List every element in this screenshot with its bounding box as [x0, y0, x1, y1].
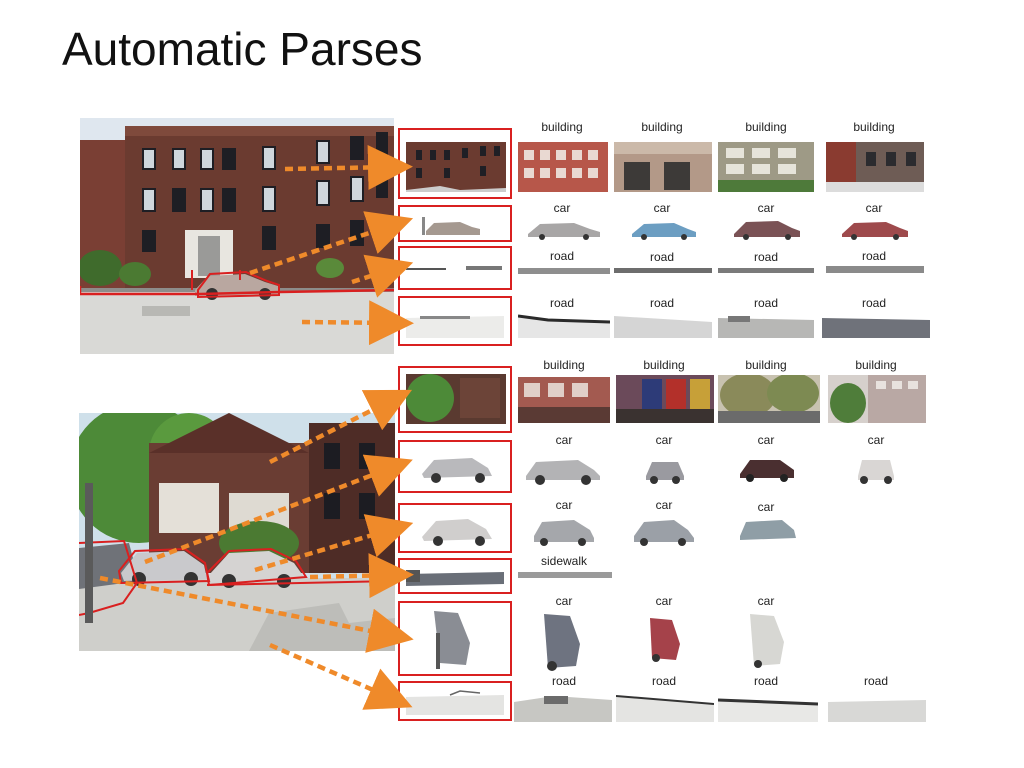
bot-r1-label-2: building [643, 358, 685, 372]
bot-r1-thumb-4 [828, 375, 926, 423]
bot-r3-thumb-3 [736, 514, 800, 544]
top-r2-label-1: car [553, 201, 571, 215]
top-r3-thumb-2 [614, 268, 712, 273]
top-r3-thumb-1 [518, 268, 610, 274]
top-r3-label-4: road [861, 249, 887, 263]
crop-top-road-2 [398, 296, 512, 346]
bot-r6-thumb-3 [718, 696, 818, 722]
bot-r4-label-1: sidewalk [540, 554, 588, 568]
bot-r3-label-2: car [655, 498, 673, 512]
top-r4-thumb-3 [718, 312, 814, 338]
top-r3-thumb-4 [826, 266, 924, 273]
crop-top-car [398, 205, 512, 242]
top-r1-label-1: building [541, 120, 583, 134]
bot-r5-thumb-1 [540, 610, 584, 672]
top-r1-label-2: building [641, 120, 683, 134]
top-r2-thumb-2 [628, 218, 700, 240]
bot-r2-thumb-1 [522, 452, 604, 486]
bot-r1-label-4: building [855, 358, 897, 372]
top-r2-thumb-1 [524, 218, 604, 240]
bot-r6-label-4: road [863, 674, 889, 688]
top-r4-label-2: road [649, 296, 675, 310]
bot-r5-label-2: car [655, 594, 673, 608]
top-r4-label-1: road [549, 296, 575, 310]
bot-r2-label-4: car [867, 433, 885, 447]
slide-title: Automatic Parses [62, 23, 423, 75]
bot-r3-thumb-1 [530, 514, 598, 546]
bot-r4-thumb-1 [518, 572, 612, 578]
bot-r5-label-1: car [555, 594, 573, 608]
top-r1-label-3: building [745, 120, 787, 134]
crop-bottom-car-1 [398, 440, 512, 493]
top-r4-thumb-2 [614, 312, 712, 338]
top-r4-thumb-4 [822, 312, 930, 338]
bot-r1-thumb-2 [616, 375, 714, 423]
bot-r2-label-3: car [757, 433, 775, 447]
top-r1-thumb-1 [518, 142, 608, 192]
bot-r6-label-2: road [651, 674, 677, 688]
bot-r6-label-1: road [551, 674, 577, 688]
top-r2-label-2: car [653, 201, 671, 215]
crop-bottom-car-2 [398, 503, 512, 553]
bot-r5-label-3: car [757, 594, 775, 608]
bot-r3-label-3: car [757, 500, 775, 514]
bot-r1-thumb-3 [718, 375, 820, 423]
crop-bottom-sidewalk [398, 558, 512, 594]
bot-r2-label-2: car [655, 433, 673, 447]
top-r1-thumb-2 [614, 142, 712, 192]
top-r1-label-4: building [853, 120, 895, 134]
top-r3-label-2: road [649, 250, 675, 264]
top-r3-thumb-3 [718, 268, 814, 273]
bot-r6-thumb-2 [616, 692, 714, 722]
top-r4-label-4: road [861, 296, 887, 310]
bot-r2-thumb-4 [854, 452, 898, 484]
top-r4-label-3: road [753, 296, 779, 310]
top-r3-label-3: road [753, 250, 779, 264]
top-r2-thumb-4 [838, 216, 912, 240]
bot-r6-thumb-1 [514, 692, 612, 722]
bot-r5-thumb-3 [746, 610, 788, 670]
top-r2-label-3: car [757, 201, 775, 215]
bot-r2-thumb-3 [736, 452, 798, 484]
top-r4-thumb-1 [518, 312, 610, 338]
top-r3-label-1: road [549, 249, 575, 263]
top-r1-thumb-4 [826, 142, 924, 192]
bot-r3-thumb-2 [630, 514, 698, 546]
bot-r6-label-3: road [753, 674, 779, 688]
top-r1-thumb-3 [718, 142, 814, 192]
crop-bottom-building [398, 366, 512, 433]
bot-r3-label-1: car [555, 498, 573, 512]
bot-r1-thumb-1 [518, 377, 610, 423]
bot-r5-thumb-2 [646, 614, 686, 664]
bot-r2-label-1: car [555, 433, 573, 447]
bot-r2-thumb-2 [642, 454, 688, 484]
top-r2-thumb-3 [730, 216, 804, 240]
top-r2-label-4: car [865, 201, 883, 215]
crop-bottom-car-3 [398, 601, 512, 676]
bot-r6-thumb-4 [828, 694, 926, 722]
bot-r1-label-3: building [745, 358, 787, 372]
bottom-scene-photo [79, 413, 395, 651]
bot-r1-label-1: building [543, 358, 585, 372]
